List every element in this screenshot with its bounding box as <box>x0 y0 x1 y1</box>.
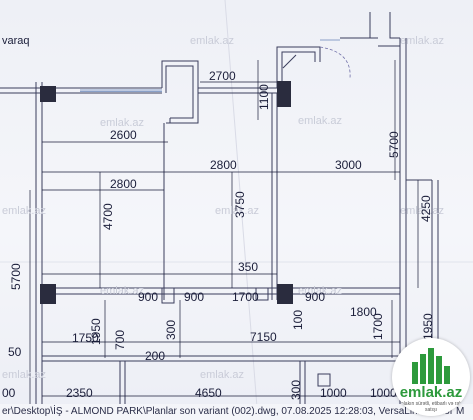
watermark: emlak.az <box>2 205 46 217</box>
path-band <box>0 404 473 420</box>
door-leaf <box>282 54 297 69</box>
dim-100: 100 <box>291 310 305 330</box>
window <box>80 39 340 92</box>
dim-7150: 7150 <box>250 330 277 344</box>
dim-50: 50 <box>8 345 22 359</box>
column <box>40 86 56 102</box>
columns <box>40 81 293 304</box>
watermark: emlak.az <box>215 205 259 217</box>
watermark: emlak.az <box>298 285 342 297</box>
column <box>40 284 56 304</box>
dim-1700: 1700 <box>371 313 385 340</box>
door-swing <box>319 46 351 79</box>
dim-1750: 1750 <box>72 331 99 345</box>
watermark: emlak.az <box>190 35 234 47</box>
dim-1100: 1100 <box>257 84 271 110</box>
logo-word: emlak.az <box>399 384 463 401</box>
dim-200: 200 <box>145 349 165 363</box>
dim-900: 900 <box>184 290 204 304</box>
logo-tagline: Əmlakın sürətli, etibarlı və rahat satış… <box>395 401 467 413</box>
watermark: emlak.az <box>2 369 46 381</box>
dim-300: 300 <box>289 380 303 400</box>
file-path-text: er\Desktop\İŞ - ALMOND PARK\Planlar son … <box>2 404 464 417</box>
watermark: emlak.az <box>400 205 444 217</box>
dim-700: 700 <box>113 330 127 350</box>
dim-3000: 3000 <box>335 158 362 172</box>
label-top-left: varaq <box>2 35 30 47</box>
dim-2350: 2350 <box>66 386 93 400</box>
watermark: emlak.az <box>400 35 444 47</box>
dim-1000: 1000 <box>370 386 397 400</box>
dim-4650: 4650 <box>195 386 222 400</box>
dim-1800: 1800 <box>350 305 377 319</box>
dim-2800: 2800 <box>110 177 137 191</box>
dim-2800: 2800 <box>210 158 237 172</box>
dim-1950: 1950 <box>89 318 103 345</box>
building-icon <box>412 348 450 384</box>
dimension-texts: 2700 2600 2800 3000 2800 350 900 900 170… <box>2 69 397 400</box>
dim-3750: 3750 <box>233 191 247 218</box>
dim-1000: 1000 <box>320 386 347 400</box>
dim-00: 00 <box>2 386 16 400</box>
dim-5700: 5700 <box>387 131 401 158</box>
dim-1700: 1700 <box>232 290 259 304</box>
watermark: emlak.az <box>100 285 144 297</box>
dim-900: 900 <box>138 290 158 304</box>
dim-4700: 4700 <box>101 203 115 230</box>
dim-4250: 4250 <box>419 195 433 222</box>
dimension-lines <box>29 60 419 420</box>
dim-2600: 2600 <box>110 128 137 142</box>
dim-2700: 2700 <box>209 69 236 83</box>
column <box>277 284 293 304</box>
dim-300: 300 <box>164 320 178 340</box>
column <box>277 81 291 107</box>
emlak-logo: emlak.az Əmlakın sürətli, etibarlı və ra… <box>392 338 470 416</box>
fold-line <box>224 0 259 420</box>
dim-900: 900 <box>305 290 325 304</box>
dimension-texts-vertical: 1100 5700 4700 3750 4250 5700 1950 700 3… <box>9 84 435 400</box>
dim-1950: 1950 <box>421 313 435 340</box>
watermark: emlak.az <box>100 117 144 129</box>
watermarks: emlak.az emlak.az emlak.az emlak.az emla… <box>2 35 444 381</box>
dim-350: 350 <box>238 260 258 274</box>
watermark: emlak.az <box>298 115 342 127</box>
dim-5700: 5700 <box>9 263 23 290</box>
watermark: emlak.az <box>200 369 244 381</box>
